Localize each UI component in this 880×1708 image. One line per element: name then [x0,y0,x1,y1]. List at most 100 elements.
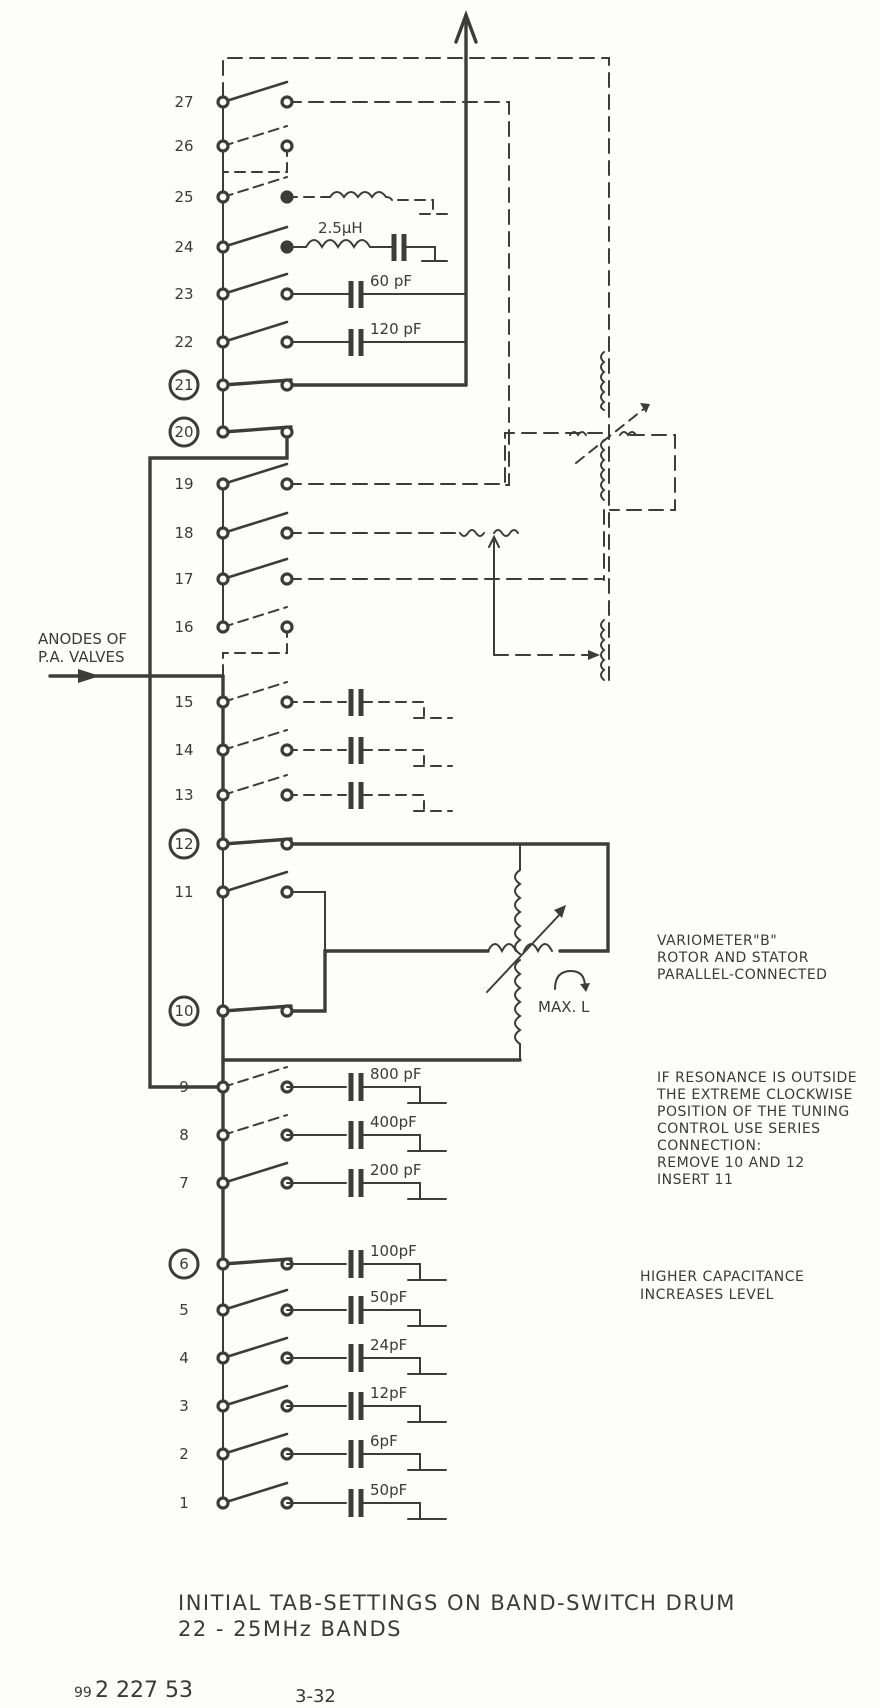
doc-number-prefix: 99 [74,1685,92,1701]
wiring [48,10,676,1504]
tab-number: 8 [179,1126,189,1144]
tab-number: 2 [179,1445,189,1463]
switch-blade-open [221,511,289,535]
input-arrow-icon [78,669,100,683]
max-l-arrow-head [580,983,590,992]
tab-number: 1 [179,1494,189,1512]
switch-blade-closed [221,1004,293,1013]
switch-pivot-node [216,1257,230,1271]
variometer-note-2: ROTOR AND STATOR [657,950,809,966]
switch-contact-node [280,788,294,802]
capacitor-ground-lead [286,1357,447,1375]
tab-number: 14 [174,741,193,759]
switch-blade-open-dashed [222,774,288,796]
switch-pivot-node [216,477,230,491]
capacitor-icon [348,1489,364,1517]
capacitor-value-label: 200 pF [370,1161,422,1179]
capacitor-value-label: 100pF [370,1242,417,1260]
capacitor-ground-lead [286,1182,447,1200]
tab-number: 4 [179,1349,189,1367]
resonance-note-1: IF RESONANCE IS OUTSIDE [657,1070,857,1086]
resonance-note-5: CONNECTION: [657,1138,762,1154]
switch-pivot-node [216,335,230,349]
tab22-capacitor-icon [348,329,364,356]
tab-number: 3 [179,1397,189,1415]
switch-pivot-node [216,572,230,586]
capacitor-icon [348,1296,364,1324]
switch-pivot-node [216,378,230,392]
output-arrow-icon [454,10,478,44]
inductor-label: 2.5µH [318,219,363,237]
switch-pivot-node [216,1447,230,1461]
tab-circle-marker [168,828,200,860]
capacitor-ground-lead [286,1453,447,1471]
capacitor-icon [348,1344,364,1372]
capacitor-icon [348,1392,364,1420]
tab13-dashed-lead [286,794,453,812]
capacitor-icon [348,1250,364,1278]
max-l-label: MAX. L [538,998,590,1016]
switch-pivot-node [216,695,230,709]
tab-number: 6 [179,1255,189,1273]
tab24-ground [403,246,448,262]
switch-pivot-node [216,526,230,540]
switch-contact-node [280,526,294,540]
switch-blade-open-dashed [222,1066,288,1088]
tab-number: 16 [174,618,193,636]
tab-number: 7 [179,1174,189,1192]
switch-contact-node [280,837,294,851]
capacitor-icon [348,1121,364,1149]
capacitor-ground-lead [286,1405,447,1423]
switch-blade-open [221,80,289,104]
resonance-note-4: CONTROL USE SERIES [657,1121,821,1137]
tab-circle-marker [168,995,200,1027]
switch-blade-open [221,272,289,296]
switch-pivot-node [216,1351,230,1365]
switch-blade-open-dashed [222,729,288,751]
capacitor-value-label: 50pF [370,1288,407,1306]
top-dashed-bus [222,57,610,681]
switch-blade-open [221,1384,289,1408]
switch-contact-node [280,425,294,439]
tab14-dashed-lead [286,749,453,767]
tab-number: 17 [174,570,193,588]
switch-contact-node [280,743,294,757]
tab-circle-marker [168,416,200,448]
tab15-dashed-lead [286,701,453,719]
switch-blade-closed [221,1257,293,1266]
tab13-capacitor-icon [348,782,364,809]
tab20-loop [148,430,289,1089]
capacitance-note-2: INCREASES LEVEL [640,1287,774,1303]
switch-pivot-node [216,1080,230,1094]
switch-pivot-node [216,1176,230,1190]
page-ref: 3-32 [295,1686,336,1707]
capacitance-note-1: HIGHER CAPACITANCE [640,1269,804,1285]
tab23-capacitor-icon [348,281,364,308]
tab14-capacitor-icon [348,737,364,764]
switch-blade-open [221,1161,289,1185]
capacitor-value-label: 120 pF [370,320,422,338]
capacitor-value-label: 24pF [370,1336,407,1354]
tab25-inductor-icon [329,191,393,201]
switch-pivot-node [216,1004,230,1018]
tab27-dashed-lead [286,101,510,486]
tab-number: 25 [174,188,193,206]
switch-pivot-node [216,240,230,254]
input-label-line2: P.A. VALVES [38,648,125,666]
switch-blade-open [221,1336,289,1360]
switch-blade-open-dashed [222,176,288,198]
switch-blade-closed [221,378,293,387]
switch-contact-node [280,477,294,491]
switch-pivot-node [216,95,230,109]
switch-pivot-node [216,287,230,301]
labels: 2.5µH ANODES OF P.A. VALVES MAX. L VARIO… [38,219,857,1707]
resonance-note-6: REMOVE 10 AND 12 [657,1155,805,1171]
tab-number: 13 [174,786,193,804]
tab-number: 12 [174,835,193,853]
capacitor-ground-lead [286,1263,447,1281]
capacitor-value-label: 6pF [370,1432,398,1450]
input-label-line1: ANODES OF [38,630,127,648]
tab-circle-marker [168,369,200,401]
